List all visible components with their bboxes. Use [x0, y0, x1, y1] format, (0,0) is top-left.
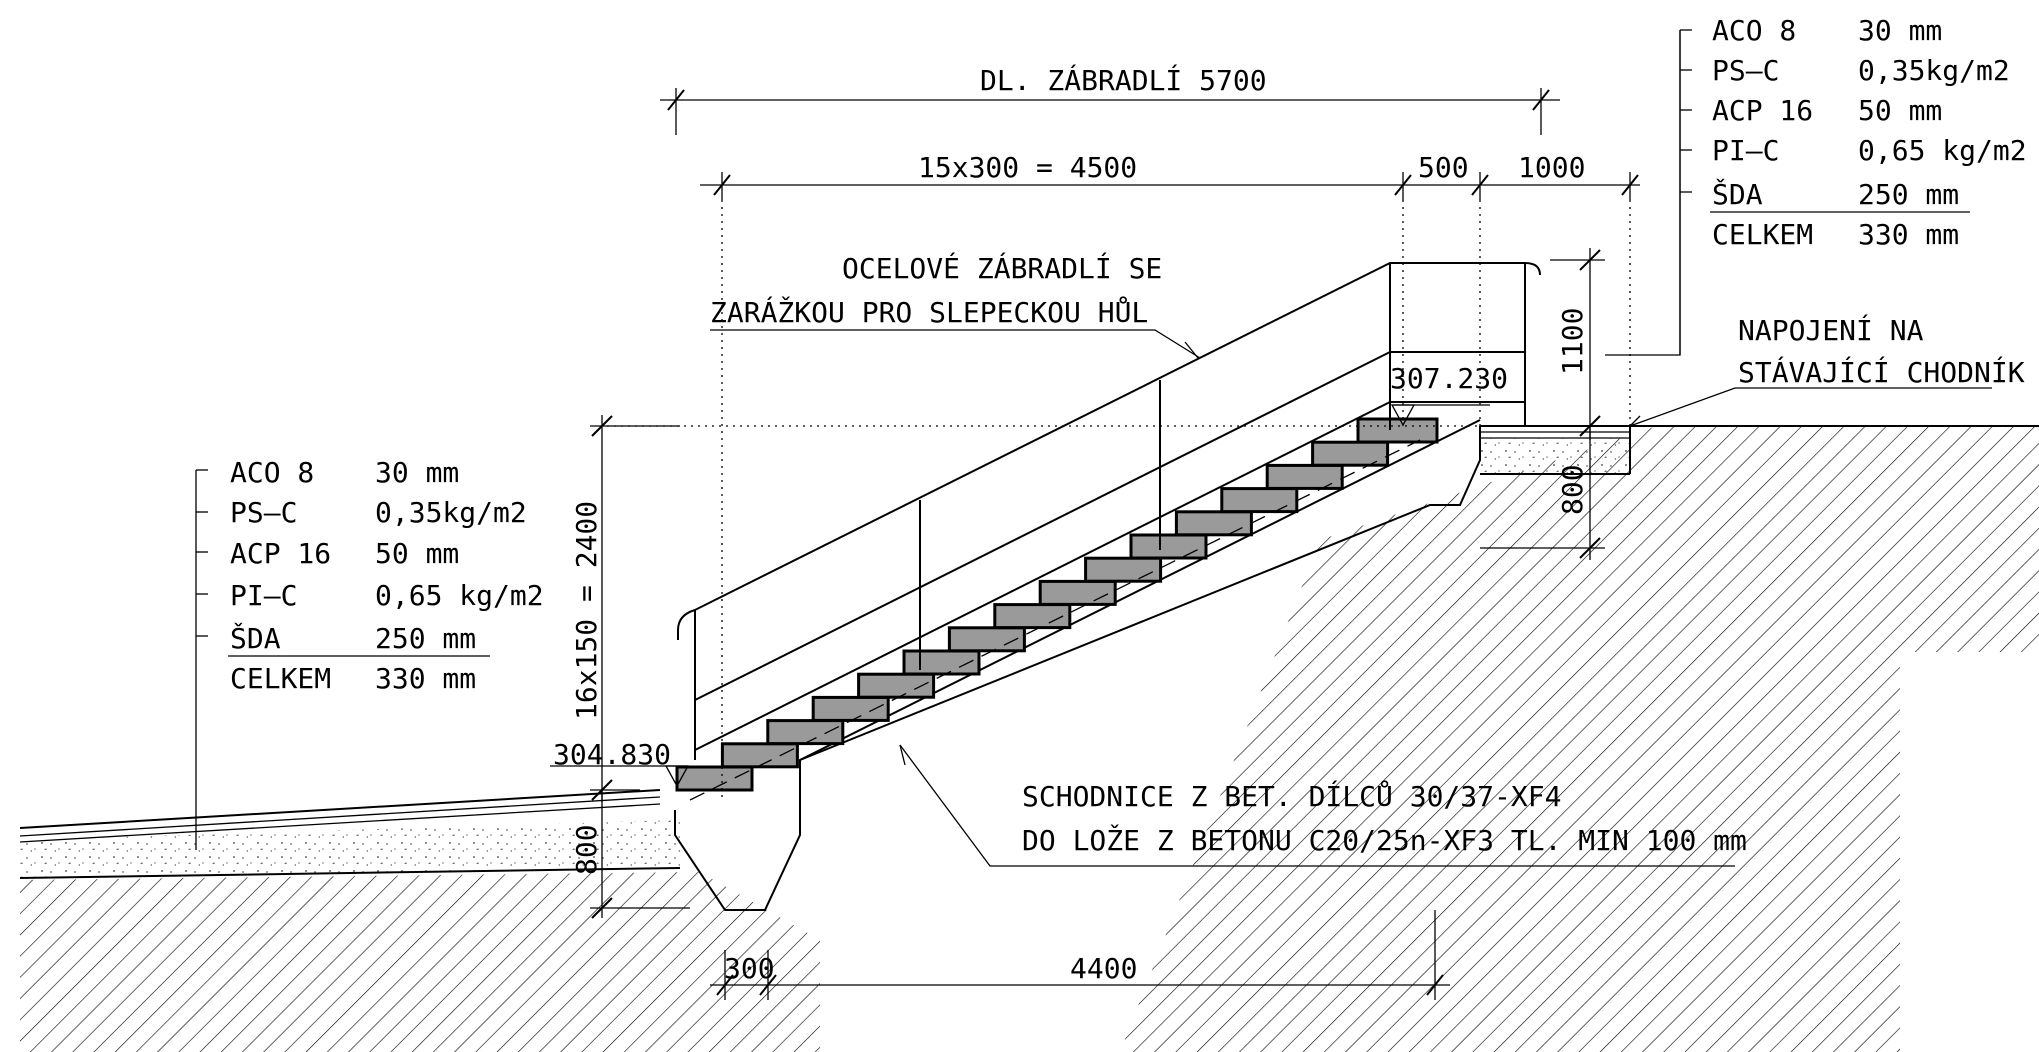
comp-left-value-2: 0,35kg/m2: [375, 496, 527, 529]
comp-right-layer-3: ACP 16: [1712, 94, 1813, 127]
stair-step: [1356, 417, 1439, 444]
comp-right-layer-1: ACO 8: [1712, 14, 1796, 47]
comp-left-value-1: 30 mm: [375, 456, 459, 489]
stair-step: [766, 719, 845, 746]
stair-rise-label: 16x150 = 2400: [570, 501, 603, 720]
handrail-height-label: 1100: [1556, 308, 1589, 375]
comp-left-total-value: 330 mm: [375, 662, 476, 695]
stair-step: [993, 603, 1072, 630]
comp-right-value-3: 50 mm: [1858, 94, 1942, 127]
ground: [19, 425, 2039, 1052]
stair-step: [902, 649, 981, 676]
gravel-base-bottom: [20, 820, 680, 878]
bottom-length-label: 4400: [1070, 952, 1137, 985]
comp-left-layer-5: ŠDA: [230, 621, 281, 655]
comp-right-value-5: 250 mm: [1858, 178, 1959, 211]
level-marker-bottom: [550, 765, 690, 788]
railing-note-line-2: ZARÁŽKOU PRO SLEPECKOU HŮL: [710, 295, 1148, 329]
stair-step: [1129, 533, 1208, 560]
level-bottom-label: 304.830: [553, 738, 671, 771]
comp-left-layer-2: PS–C: [230, 496, 297, 529]
gravel-base-top: [1480, 438, 1630, 474]
comp-left-value-3: 50 mm: [375, 537, 459, 570]
stair-step: [720, 742, 799, 769]
railing-length-label: DL. ZÁBRADLÍ 5700: [980, 63, 1267, 97]
comp-right-value-4: 0,65 kg/m2: [1858, 134, 2027, 167]
steel-railing: [677, 262, 1541, 760]
comp-left-layer-3: ACP 16: [230, 537, 331, 570]
comp-right-layer-2: PS–C: [1712, 54, 1779, 87]
comp-right-total-layer: CELKEM: [1712, 218, 1813, 251]
comp-right-layer-4: PI–C: [1712, 134, 1779, 167]
composition-bracket-right: [1679, 29, 1970, 355]
comp-right-value-2: 0,35kg/m2: [1858, 54, 2010, 87]
comp-right-total-value: 330 mm: [1858, 218, 1959, 251]
stair-build-note-line-1: SCHODNICE Z BET. DÍLCŮ 30/37-XF4: [1022, 779, 1561, 813]
foundation-depth-bottom-label: 800: [570, 824, 603, 875]
steps-run-label: 15x300 = 4500: [918, 151, 1137, 184]
stair-step: [1311, 440, 1390, 467]
earth-hatch-bottom: [700, 872, 820, 1052]
stair-pitch-line: [689, 439, 1421, 801]
level-top-label: 307.230: [1390, 362, 1508, 395]
stair-step: [857, 672, 936, 699]
stair-step: [811, 695, 890, 722]
stair-step: [675, 765, 754, 792]
composition-table-left: ACO 8 30 mm PS–C 0,35kg/m2 ACP 16 50 mm …: [230, 456, 544, 695]
comp-left-value-4: 0,65 kg/m2: [375, 579, 544, 612]
composition-table-right: ACO 8 30 mm PS–C 0,35kg/m2 ACP 16 50 mm …: [1712, 14, 2027, 251]
railing-note-line-1: OCELOVÉ ZÁBRADLÍ SE: [842, 251, 1162, 285]
dimension-lines: [590, 88, 1640, 1000]
comp-left-value-5: 250 mm: [375, 622, 476, 655]
comp-left-total-layer: CELKEM: [230, 662, 331, 695]
composition-bracket-left: [195, 469, 490, 850]
approach-label: 1000: [1518, 151, 1585, 184]
concrete-bed: [674, 419, 1481, 911]
bottom-offset-label: 300: [724, 952, 775, 985]
connection-note-line-1: NAPOJENÍ NA: [1738, 313, 1924, 347]
stair-build-note-line-2: DO LOŽE Z BETONU C20/25n-XF3 TL. MIN 100…: [1022, 823, 1747, 857]
foundation-depth-top-label: 800: [1556, 464, 1589, 515]
stair-step: [1084, 556, 1163, 583]
stair-step: [1038, 579, 1117, 606]
comp-left-layer-4: PI–C: [230, 579, 297, 612]
stair-steps: [675, 417, 1439, 792]
earth-hatch: [20, 872, 700, 1052]
comp-right-value-1: 30 mm: [1858, 14, 1942, 47]
comp-left-layer-1: ACO 8: [230, 456, 314, 489]
landing-label: 500: [1418, 151, 1469, 184]
stair-step: [1174, 510, 1253, 537]
comp-right-layer-5: ŠDA: [1712, 177, 1763, 211]
stair-step: [947, 626, 1026, 653]
connection-note-line-2: STÁVAJÍCÍ CHODNÍK: [1738, 355, 2025, 389]
stair-step: [1220, 487, 1299, 514]
earth-hatch-right: [1120, 425, 2039, 1052]
level-marker-top: [1390, 404, 1490, 427]
stair-step: [1265, 463, 1344, 490]
